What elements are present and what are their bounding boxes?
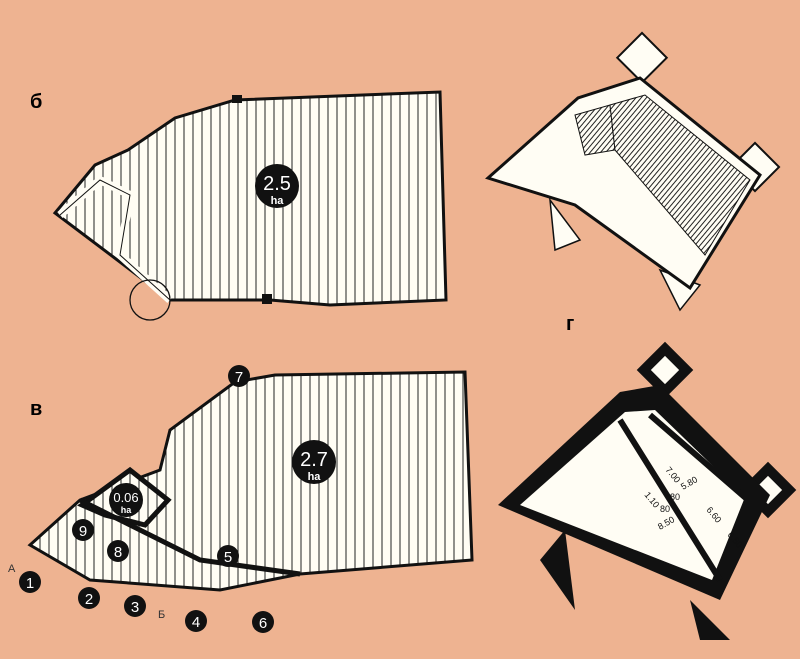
- plan-v-outline: [27, 370, 474, 592]
- plan-b-outline: [52, 90, 448, 307]
- marker-9: 9: [79, 523, 87, 540]
- marker-4: 4: [192, 614, 200, 631]
- gate-label-b: Б: [158, 609, 165, 621]
- marker-1: 1: [26, 575, 34, 592]
- dim-80-b: 80: [670, 492, 680, 502]
- plan-v-area-value: 2.7: [300, 449, 328, 471]
- plan-b-area-value: 2.5: [263, 173, 291, 195]
- marker-6: 6: [259, 615, 267, 632]
- plan-b-area-badge: [255, 164, 299, 208]
- marker-3: 3: [131, 599, 139, 616]
- marker-7: 7: [235, 369, 243, 386]
- plan-v: в 7 2.7 ha 0.06 ha 1 2 3 4 5 6 8 9 А Б: [8, 365, 474, 633]
- detail-plan: 7.00 5.80 1.10 80 80 6.60 8.50 6.50: [498, 341, 797, 640]
- plan-g-letter: г: [566, 313, 574, 335]
- numbered-markers: 1 2 3 4 5 6 8 9: [19, 519, 274, 633]
- plan-b-gate-circle: [129, 279, 171, 321]
- dim-80-a: 80: [660, 504, 670, 514]
- plan-v-letter: в: [30, 398, 42, 420]
- plan-b: б 2.5 ha: [30, 90, 448, 321]
- plan-b-letter: б: [30, 91, 42, 113]
- plan-b-area-unit: ha: [271, 195, 285, 207]
- marker-5: 5: [224, 549, 232, 566]
- plan-g: г: [485, 31, 781, 335]
- gate-label-a: А: [8, 563, 16, 575]
- plan-v-area-badge: [292, 440, 336, 484]
- marker-2: 2: [85, 591, 93, 608]
- plan-v-area-unit: ha: [308, 471, 322, 483]
- marker-8: 8: [114, 544, 122, 561]
- citadel-area-value: 0.06: [113, 490, 138, 505]
- citadel-area-unit: ha: [121, 505, 132, 515]
